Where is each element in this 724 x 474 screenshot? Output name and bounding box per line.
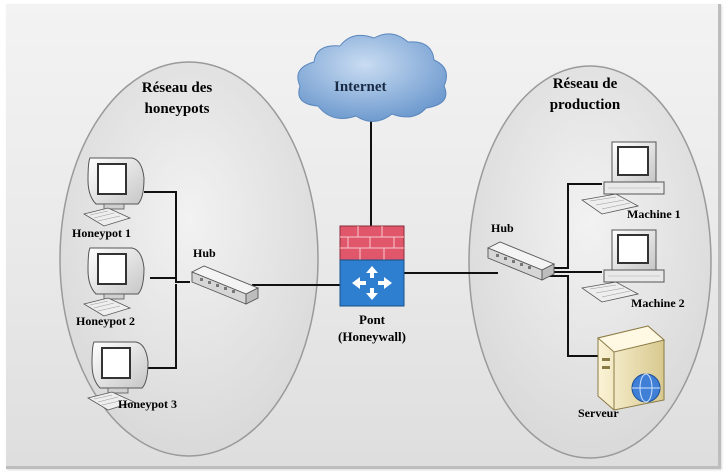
bridge-label: Pont (Honeywall) xyxy=(324,311,420,345)
network-links xyxy=(142,118,602,369)
honeypot-2-label: Honeypot 2 xyxy=(76,314,136,328)
bridge-label-line2: (Honeywall) xyxy=(338,329,406,344)
firewall-icon xyxy=(339,225,405,307)
production-zone-title-line2: production xyxy=(549,97,621,113)
server-label: Serveur xyxy=(578,406,619,420)
honeypot-3-label: Honeypot 3 xyxy=(118,397,178,411)
internet-label: Internet xyxy=(334,79,387,95)
server-icon xyxy=(596,325,666,411)
hub-left-label: Hub xyxy=(193,246,216,260)
machine-2-label: Machine 2 xyxy=(631,296,685,310)
honeypot-zone-title-line2: honeypots xyxy=(144,101,210,117)
hub-right-label: Hub xyxy=(491,221,514,235)
production-zone-title-line1: Réseau de xyxy=(552,76,618,92)
honeypot-1-label: Honeypot 1 xyxy=(72,226,132,240)
production-zone-title: Réseau de production xyxy=(530,74,640,116)
honeypot-zone-title-line1: Réseau des xyxy=(141,80,213,96)
bridge-label-line1: Pont xyxy=(359,312,385,327)
honeypot-zone-title: Réseau des honeypots xyxy=(118,78,236,120)
cloud-icon xyxy=(297,33,447,122)
machine-1-label: Machine 1 xyxy=(627,207,681,221)
